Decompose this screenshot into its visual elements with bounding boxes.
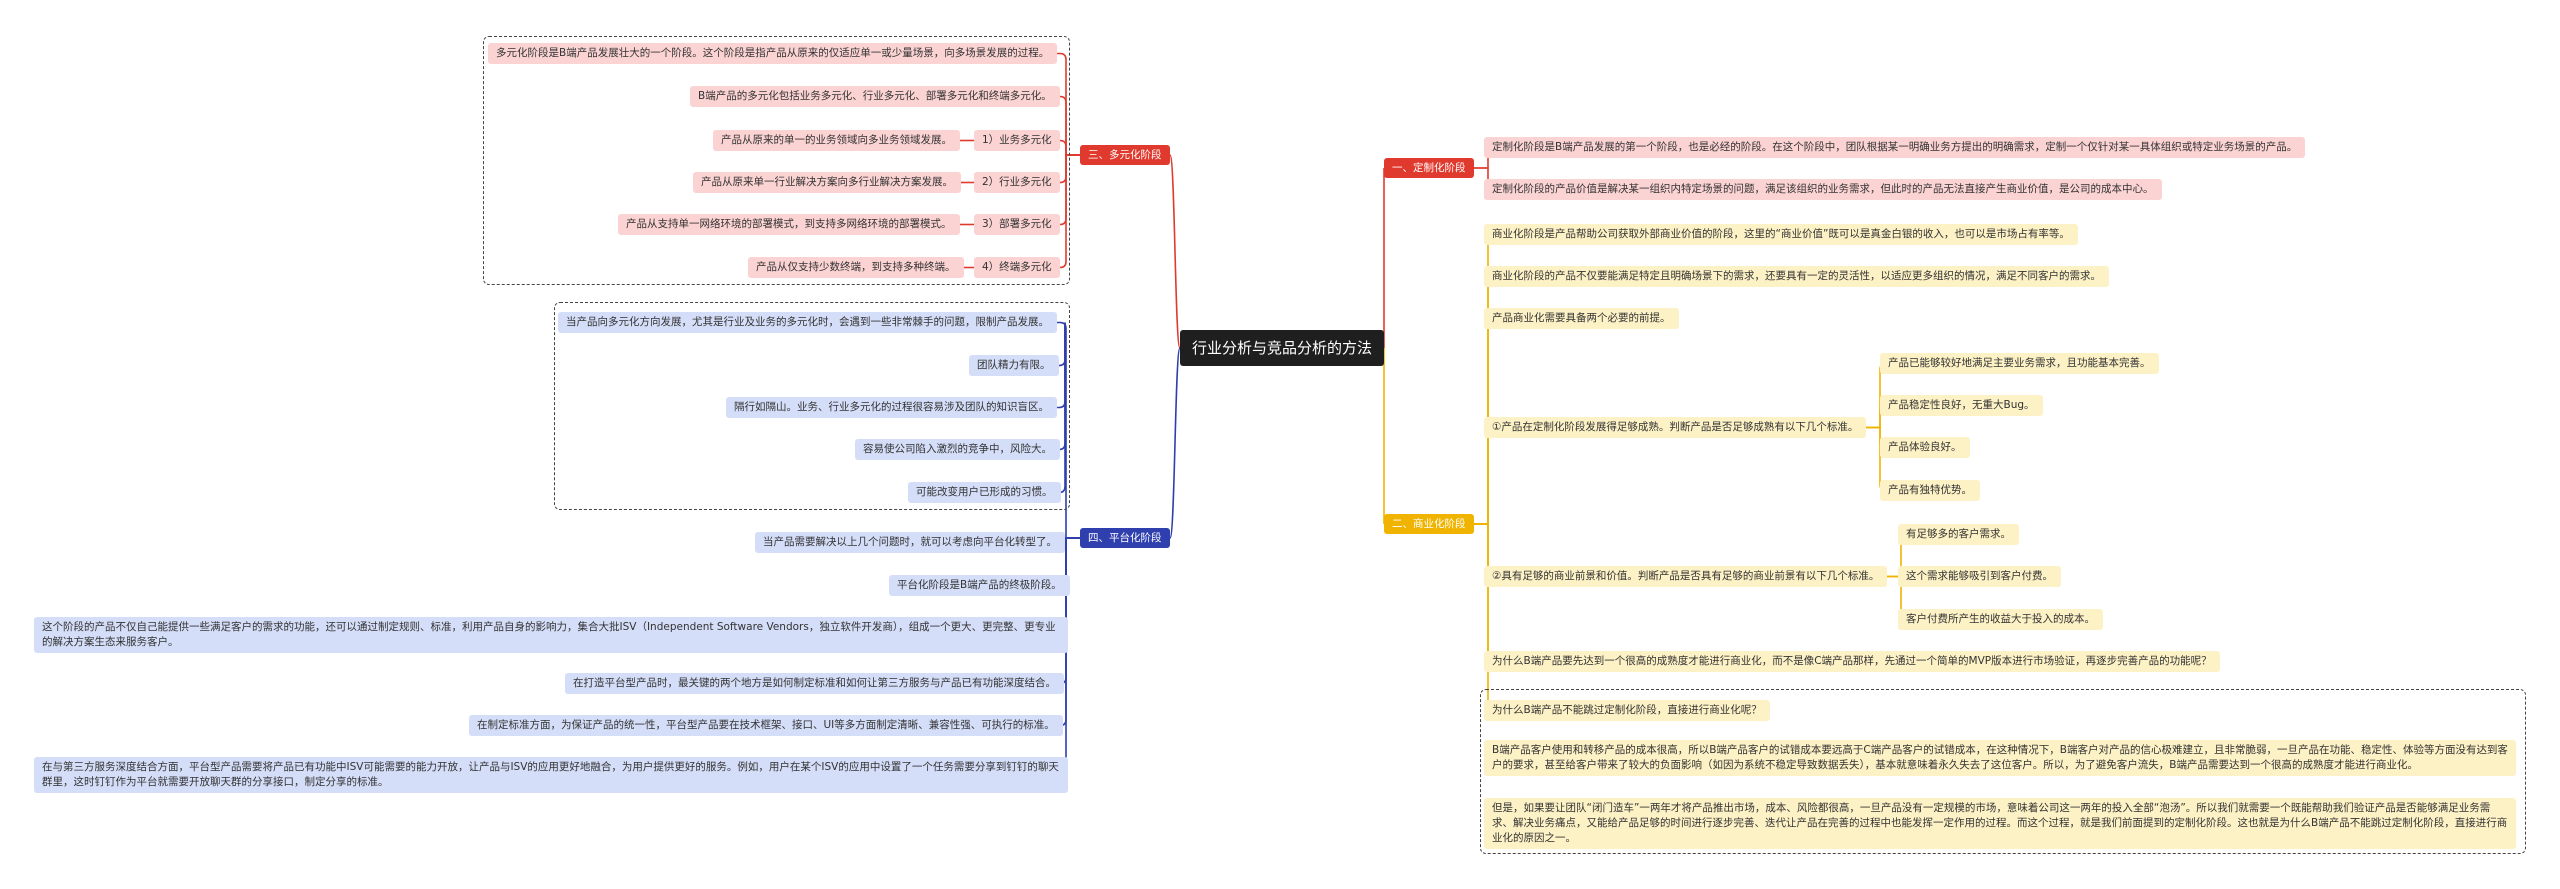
b2-p1-item-3[interactable]: 产品体验良好。 [1880,437,1970,458]
b3-sub-text-2[interactable]: 产品从原来单一行业解决方案向多行业解决方案发展。 [693,172,961,193]
branch-label-diversification[interactable]: 三、多元化阶段 [1080,145,1170,165]
b2-intro-3[interactable]: 产品商业化需要具备两个必要的前提。 [1484,308,1679,329]
b4-item-6[interactable]: 在与第三方服务深度结合方面，平台型产品需要将产品已有功能中ISV可能需要的能力开… [34,757,1068,793]
b4-problem-group [554,302,1070,510]
edge-root-b3 [1169,154,1181,349]
b2-intro-1[interactable]: 商业化阶段是产品帮助公司获取外部商业价值的阶段，这里的“商业价值”既可以是真金白… [1484,224,2078,245]
edge-root-b4 [1169,347,1181,539]
b2-premise-1[interactable]: ①产品在定制化阶段发展得足够成熟。判断产品是否足够成熟有以下几个标准。 [1484,417,1867,438]
b3-sub-label-1[interactable]: 1）业务多元化 [974,130,1060,151]
b2-box-para-2[interactable]: 但是，如果要让团队“闭门造车”一两年才将产品推出市场，成本、风险都很高，一旦产品… [1484,798,2516,849]
b3-sub-label-2[interactable]: 2）行业多元化 [974,172,1060,193]
b2-intro-2[interactable]: 商业化阶段的产品不仅要能满足特定且明确场景下的需求，还要具有一定的灵活性，以适应… [1484,266,2109,287]
b3-item-2[interactable]: B端产品的多元化包括业务多元化、行业多元化、部署多元化和终端多元化。 [690,86,1060,107]
b3-sub-text-4[interactable]: 产品从仅支持少数终端，到支持多种终端。 [748,257,964,278]
edge-b2-3 [1474,426,1495,525]
b2-p2-item-1[interactable]: 有足够多的客户需求。 [1898,524,2019,545]
b4-item-5[interactable]: 在制定标准方面，为保证产品的统一性，平台型产品要在技术框架、接口、UI等多方面制… [469,715,1063,736]
branch-label-customization[interactable]: 一、定制化阶段 [1384,158,1474,178]
b3-item-1[interactable]: 多元化阶段是B端产品发展壮大的一个阶段。这个阶段是指产品从原来的仅适应单一或少量… [488,43,1058,64]
edge-b4-6 [1059,537,1080,776]
root-topic[interactable]: 行业分析与竞品分析的方法 [1180,330,1385,366]
b4-problem-2[interactable]: 隔行如隔山。业务、行业多元化的过程很容易涉及团队的知识盲区。 [726,397,1057,418]
edge-b2-6 [1474,523,1495,712]
b2-question[interactable]: 为什么B端产品要先达到一个很高的成熟度才能进行商业化，而不是像C端产品那样，先通… [1484,651,2220,672]
branch-label-commercialization[interactable]: 二、商业化阶段 [1384,514,1474,534]
edge-b3-5 [1059,154,1080,269]
edge-b3-1 [1059,95,1080,156]
b3-sub-text-3[interactable]: 产品从支持单一网络环境的部署模式，到支持多网络环境的部署模式。 [618,214,960,235]
b2-premise-2[interactable]: ②具有足够的商业前景和价值。判断产品是否具有足够的商业前景有以下几个标准。 [1484,566,1888,587]
b4-head[interactable]: 当产品向多元化方向发展，尤其是行业及业务的多元化时，会遇到一些非常棘手的问题，限… [558,312,1057,333]
b4-item-3[interactable]: 这个阶段的产品不仅自己能提供一些满足客户的需求的功能，还可以通过制定规则、标准，… [34,617,1068,653]
b1-item-1[interactable]: 定制化阶段是B端产品发展的第一个阶段，也是必经的阶段。在这个阶段中，团队根据某一… [1484,137,2306,158]
b1-item-2[interactable]: 定制化阶段的产品价值是解决某一组织内特定场景的问题，满足该组织的业务需求，但此时… [1484,179,2162,200]
b4-problem-1[interactable]: 团队精力有限。 [969,355,1059,376]
b2-p2-item-2[interactable]: 这个需求能够吸引到客户付费。 [1898,566,2061,587]
edge-b4-4 [1059,537,1080,685]
edge-b3-0 [1057,52,1080,156]
branch-label-platformization[interactable]: 四、平台化阶段 [1080,528,1170,548]
b3-sub-label-4[interactable]: 4）终端多元化 [974,257,1060,278]
b4-item-2[interactable]: 平台化阶段是B端产品的终极阶段。 [889,575,1070,596]
b2-p1-item-2[interactable]: 产品稳定性良好，无重大Bug。 [1880,395,2043,416]
b4-problem-4[interactable]: 可能改变用户已形成的习惯。 [908,482,1061,503]
b3-sub-text-1[interactable]: 产品从原来的单一的业务领域向多业务领域发展。 [713,130,960,151]
b2-box-title[interactable]: 为什么B端产品不能跳过定制化阶段，直接进行商业化呢？ [1484,700,1770,721]
b4-problem-3[interactable]: 容易使公司陷入激烈的竞争中，风险大。 [855,439,1060,460]
edge-b2-5 [1474,523,1495,663]
b2-p1-item-1[interactable]: 产品已能够较好地满足主要业务需求，且功能基本完善。 [1880,353,2159,374]
b3-sub-label-3[interactable]: 3）部署多元化 [974,214,1060,235]
b4-item-1[interactable]: 当产品需要解决以上几个问题时，就可以考虑向平台化转型了。 [755,532,1065,553]
b2-p1-item-4[interactable]: 产品有独特优势。 [1880,480,1980,501]
b3-detail-group [483,36,1070,285]
b4-item-4[interactable]: 在打造平台型产品时，最关键的两个地方是如何制定标准和如何让第三方服务与产品已有功… [565,673,1064,694]
b2-box-para-1[interactable]: B端产品客户使用和转移产品的成本很高，所以B端产品客户的试错成本要远高于C端产品… [1484,740,2516,776]
edge-b3-2 [1059,139,1080,156]
b2-p2-item-3[interactable]: 客户付费所产生的收益大于投入的成本。 [1898,609,2103,630]
b2-answer-group [1480,689,2526,854]
